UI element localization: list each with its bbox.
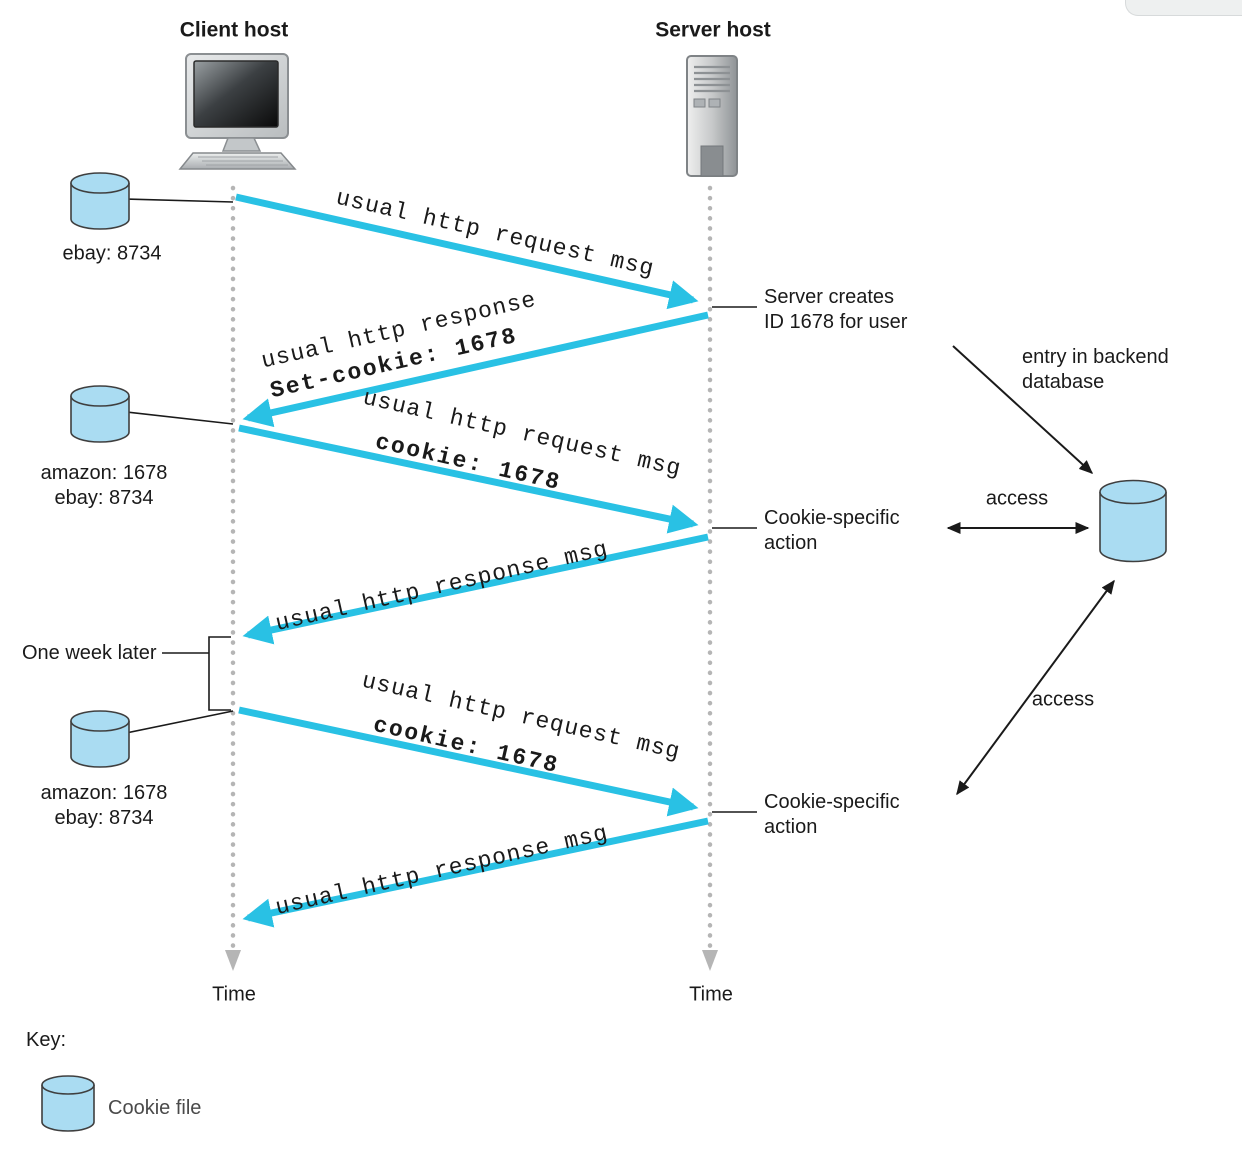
access-bottom-arrow: [956, 579, 1115, 796]
cookie-file2-line2: ebay: 8734: [54, 487, 154, 509]
response1-arrow: [242, 311, 709, 428]
client-timeline-arrowhead: [225, 950, 241, 971]
cookie1-connector: [125, 198, 234, 203]
cookie-file3-line2: ebay: 8734: [54, 807, 154, 829]
backend-entry-annotation: entry in backend database: [1022, 345, 1169, 395]
time-label-server: Time: [689, 983, 733, 1006]
server-creates-line2: ID 1678 for user: [764, 311, 908, 333]
client-computer-icon: [178, 53, 297, 170]
request3-arrow: [238, 706, 699, 817]
key-cookie-file-label: Cookie file: [108, 1097, 202, 1119]
cookie-file1-label: ebay: 8734: [62, 242, 162, 265]
cookie3-connector: [125, 710, 234, 734]
cookie-file3-line1: amazon: 1678: [40, 782, 168, 804]
server-timeline-arrowhead: [702, 950, 718, 971]
server-creates-annotation: Server creates ID 1678 for user: [764, 285, 907, 335]
cookie-file-cylinder-2: [70, 385, 130, 443]
one-week-bracket: [208, 636, 231, 711]
time-label-client: Time: [212, 983, 256, 1006]
backend-database-cylinder: [1099, 479, 1167, 563]
server-host-label: Server host: [655, 18, 771, 42]
cookie-action2-line1: Cookie-specific: [764, 791, 900, 813]
access-top-label: access: [985, 487, 1049, 510]
backend-entry-line2: database: [1022, 371, 1105, 393]
cookie-action1-line1: Cookie-specific: [764, 507, 900, 529]
cookie-file2-label: amazon: 1678 ebay: 8734: [41, 461, 168, 511]
cookie-file-cylinder-1: [70, 172, 130, 230]
one-week-later-label: One week later: [22, 642, 157, 664]
server-timeline: [702, 185, 718, 971]
request1-arrow: [235, 193, 699, 310]
response3-arrow: [242, 817, 709, 928]
http-message-arrows: [235, 193, 709, 928]
cookie-file3-label: amazon: 1678 ebay: 8734: [41, 781, 168, 831]
server-tower-icon: [686, 55, 738, 177]
cookie-action2-annotation: Cookie-specific action: [764, 790, 900, 840]
cookie-file-cylinder-3: [70, 710, 130, 768]
response2-arrow: [242, 533, 709, 645]
cookie-file2-line1: amazon: 1678: [40, 462, 168, 484]
database-arrows: [946, 345, 1115, 796]
client-timeline: [225, 185, 241, 971]
key-cookie-file-cylinder: [41, 1075, 95, 1132]
cookie2-connector: [125, 411, 234, 425]
cookie-action2-line2: action: [764, 816, 818, 838]
server-creates-line1: Server creates: [764, 286, 895, 308]
backend-entry-arrow: [952, 345, 1094, 474]
backend-entry-line1: entry in backend: [1022, 346, 1169, 368]
key-title: Key:: [26, 1029, 67, 1051]
client-host-label: Client host: [179, 18, 289, 42]
page-corner-decoration: [1125, 0, 1242, 16]
cookie-action1-annotation: Cookie-specific action: [764, 506, 900, 556]
access-bottom-label: access: [1031, 688, 1095, 711]
request2-arrow: [238, 424, 699, 534]
connector-lines: [125, 198, 757, 813]
cookie-action1-line2: action: [764, 532, 818, 554]
